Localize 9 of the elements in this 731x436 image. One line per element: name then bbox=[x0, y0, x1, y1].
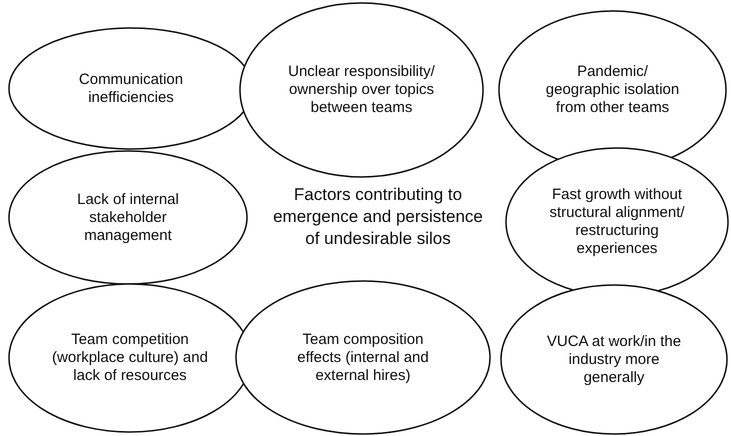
factor-text: Communication inefficiencies bbox=[78, 70, 184, 106]
factor-text: Team composition effects (internal and external hires) bbox=[296, 330, 430, 384]
title: Factors contributing to emergence and persistence of undesirable silos bbox=[273, 184, 483, 250]
factor-text: Team competition (workplace culture) and lack of resources bbox=[52, 331, 208, 385]
factor-text: VUCA at work/in the industry more generally bbox=[546, 332, 682, 386]
factor-text: Fast growth without structural alignment/ restructuring experiences bbox=[548, 186, 686, 258]
factor-text: Pandemic/ geographic isolation from other teams bbox=[544, 63, 680, 117]
factor-text: Unclear responsibility/ ownership over topics between teams bbox=[287, 63, 436, 117]
factor-text: Lack of internal stakeholder management bbox=[76, 190, 180, 244]
